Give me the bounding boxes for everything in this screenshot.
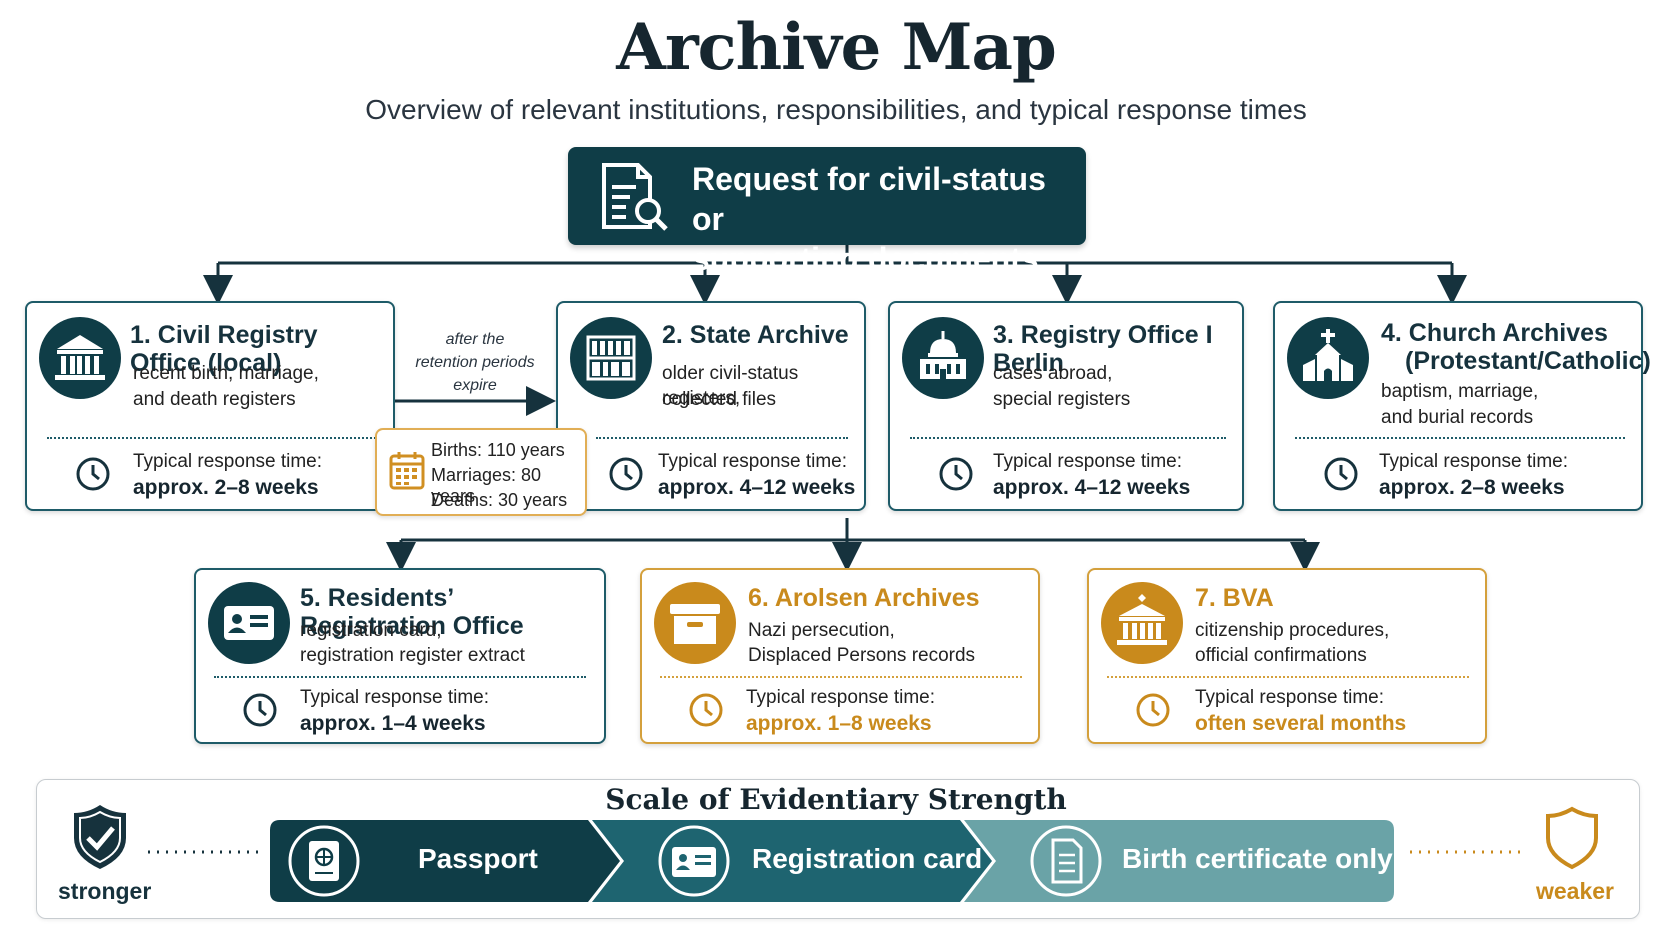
- divider: [596, 437, 848, 439]
- divider: [660, 676, 1022, 678]
- scale-label-registration-card: Registration card: [752, 843, 983, 874]
- response-time-label: Typical response time:: [1195, 687, 1385, 708]
- card-title: 6. Arolsen Archives: [748, 584, 980, 612]
- transfer-line-2: retention periods: [415, 354, 535, 371]
- courthouse-icon: [39, 317, 121, 399]
- card-desc-1: registration card,: [300, 620, 442, 641]
- clock-icon: [1324, 457, 1358, 491]
- card-church-archives: 4. Church Archives (Protestant/Catholic)…: [1273, 301, 1651, 511]
- scale-label-birth-certificate: Birth certificate only: [1122, 843, 1393, 874]
- transfer-line-3: expire: [453, 377, 497, 394]
- request-line-1: Request for civil-status or: [692, 161, 1046, 237]
- weaker-label: weaker: [1536, 878, 1615, 904]
- response-time-label: Typical response time:: [1379, 451, 1569, 472]
- response-time-value: approx. 2–8 weeks: [1379, 476, 1565, 499]
- card-desc-2: registration register extract: [300, 645, 525, 666]
- clock-icon: [609, 457, 643, 491]
- divider: [47, 437, 387, 439]
- card-desc-2: Displaced Persons records: [748, 645, 976, 666]
- clock-icon: [689, 693, 723, 727]
- response-time-label: Typical response time:: [746, 687, 936, 708]
- id-card-icon: [658, 825, 730, 897]
- divider: [1295, 437, 1625, 439]
- scale-segment-registration-card: [592, 820, 992, 902]
- card-desc-2: special registers: [993, 389, 1131, 410]
- divider: [910, 437, 1226, 439]
- card-desc-2: collected files: [662, 389, 777, 410]
- card-title: 2. State Archive: [662, 321, 849, 349]
- retention-deaths: Deaths: 30 years: [431, 490, 568, 510]
- clock-icon: [243, 693, 277, 727]
- retention-marriages: Marriages: 80 years: [431, 465, 542, 506]
- response-time-value: approx. 2–8 weeks: [133, 476, 319, 499]
- request-line-2: supporting documents: [692, 241, 1039, 277]
- clock-icon: [939, 457, 973, 491]
- federal-building-icon: [1101, 582, 1183, 664]
- calendar-icon: [389, 452, 425, 490]
- response-time-value: approx. 1–4 weeks: [300, 712, 486, 735]
- card-title-2: (Protestant/Catholic): [1405, 347, 1651, 375]
- card-desc-1: Nazi persecution,: [748, 620, 895, 641]
- id-card-icon: [208, 582, 290, 664]
- card-desc-2: and burial records: [1381, 407, 1534, 428]
- church-icon: [1287, 317, 1369, 399]
- clock-icon: [76, 457, 110, 491]
- passport-icon: [288, 825, 360, 897]
- clock-icon: [1136, 693, 1170, 727]
- response-time-label: Typical response time:: [300, 687, 490, 708]
- transfer-line-1: after the: [445, 331, 505, 348]
- document-search-icon: [602, 163, 668, 231]
- card-arolsen-archives: 6. Arolsen Archives Nazi persecution, Di…: [640, 568, 1040, 744]
- card-desc-1: older civil-status registers,: [662, 363, 799, 409]
- card-residents-registration: 5. Residents’ Registration Office regist…: [194, 568, 606, 744]
- scale-title: Scale of Evidentiary Strength: [605, 783, 1067, 816]
- card-title: 7. BVA: [1195, 584, 1274, 612]
- response-time-label: Typical response time:: [133, 451, 323, 472]
- card-desc-1: recent birth, marriage,: [133, 363, 319, 384]
- divider: [214, 676, 586, 678]
- page-subtitle: Overview of relevant institutions, respo…: [365, 94, 1307, 125]
- response-time-value: approx. 4–12 weeks: [658, 476, 856, 499]
- divider: [1107, 676, 1469, 678]
- scale-label-passport: Passport: [418, 843, 538, 874]
- card-title: 3. Registry Office I Berlin: [993, 321, 1213, 377]
- domed-building-icon: [902, 317, 984, 399]
- card-desc-2: and death registers: [133, 389, 296, 410]
- response-time-label: Typical response time:: [658, 451, 848, 472]
- card-registry-office-berlin: 3. Registry Office I Berlin cases abroad…: [888, 301, 1244, 511]
- card-desc-2: official confirmations: [1195, 645, 1367, 666]
- archive-box-icon: [654, 582, 736, 664]
- response-time-value: approx. 4–12 weeks: [993, 476, 1191, 499]
- card-desc-1: baptism, marriage,: [1381, 381, 1539, 402]
- shield-outline-icon: [1546, 806, 1598, 870]
- transfer-label: after the retention periods expire: [404, 328, 546, 397]
- card-desc-1: cases abroad,: [993, 363, 1113, 384]
- stronger-label: stronger: [58, 878, 152, 904]
- card-title-1: 4. Church Archives: [1381, 319, 1608, 347]
- response-time-label: Typical response time:: [993, 451, 1183, 472]
- page-title: Archive Map: [616, 10, 1056, 85]
- response-time-value: often several months: [1195, 712, 1407, 735]
- card-title: 5. Residents’ Registration Office: [300, 584, 524, 640]
- card-civil-registry: 1. Civil Registry Office (local) recent …: [25, 301, 395, 511]
- scale-segment-passport: [270, 820, 620, 902]
- response-time-value: approx. 1–8 weeks: [746, 712, 932, 735]
- retention-periods-box: Births: 110 years Marriages: 80 years De…: [375, 428, 587, 516]
- document-icon: [1030, 825, 1102, 897]
- archive-shelves-icon: [570, 317, 652, 399]
- request-box: Request for civil-status or supporting d…: [568, 147, 1086, 277]
- shield-check-icon: [74, 805, 126, 869]
- card-title: 1. Civil Registry Office (local): [130, 321, 318, 377]
- card-state-archive: 2. State Archive older civil-status regi…: [556, 301, 866, 511]
- card-desc-1: citizenship procedures,: [1195, 620, 1390, 641]
- card-bva: 7. BVA citizenship procedures, official …: [1087, 568, 1487, 744]
- retention-births: Births: 110 years: [431, 440, 565, 460]
